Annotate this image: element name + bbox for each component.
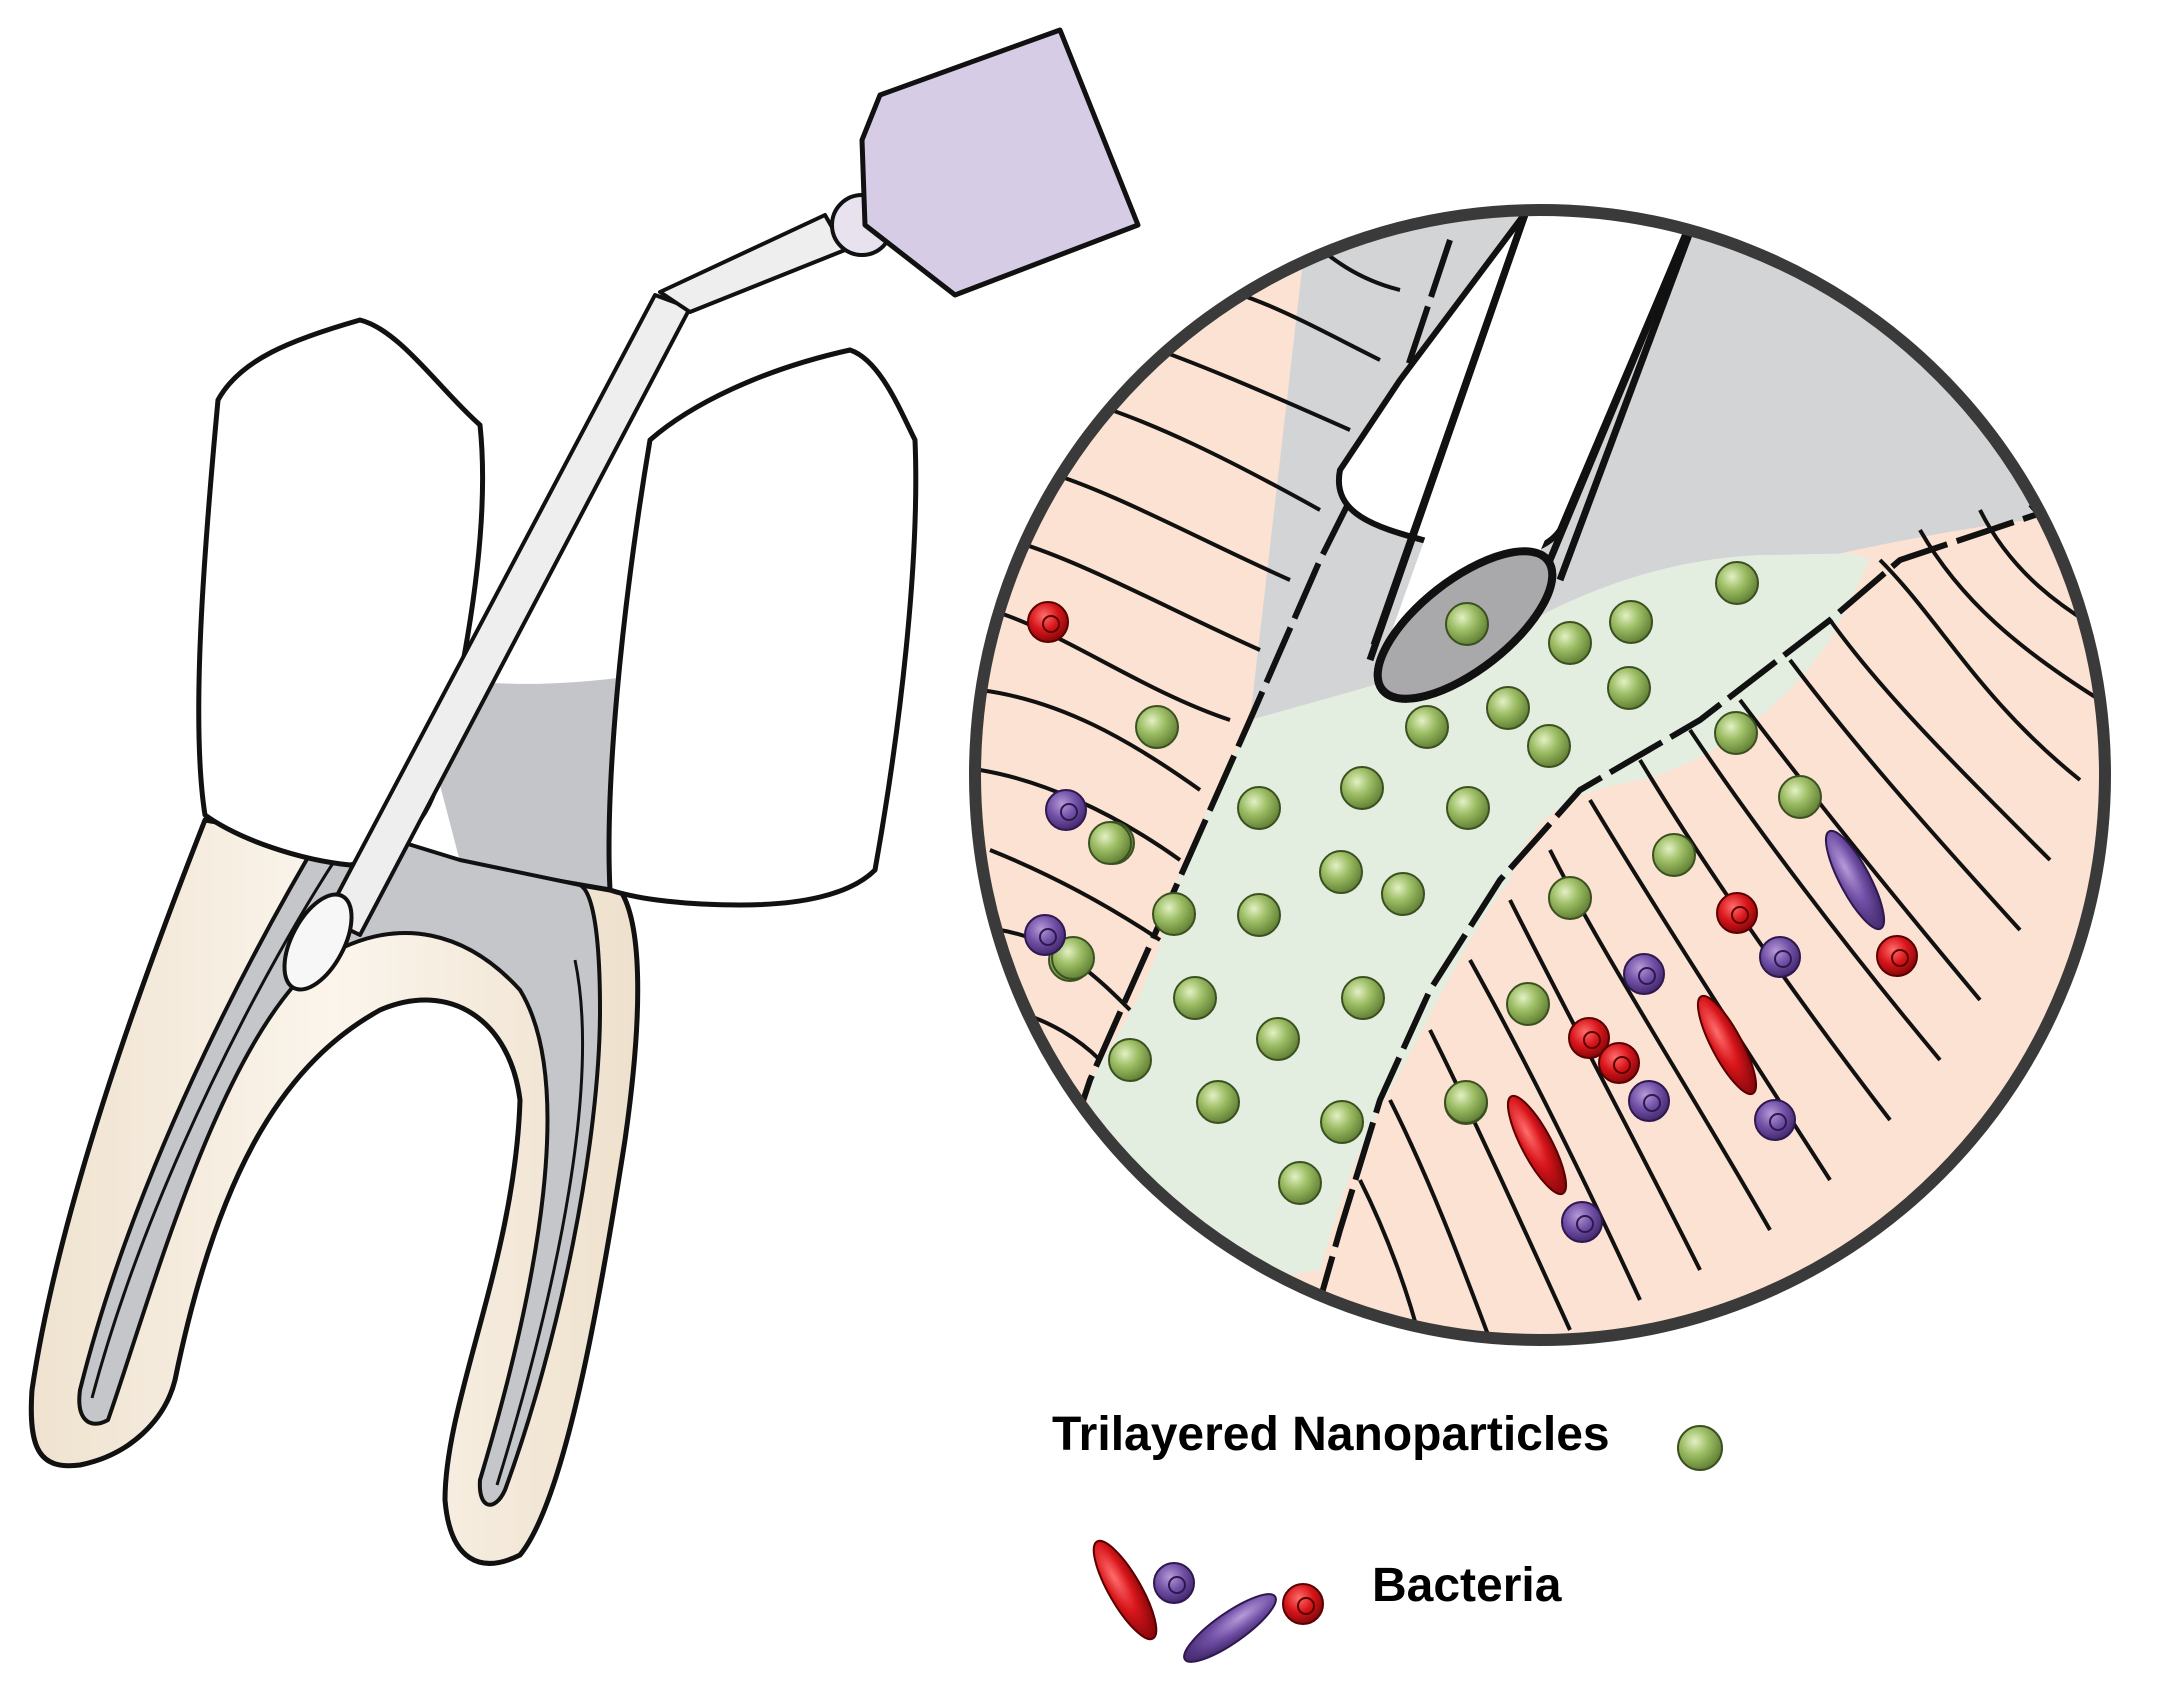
red-coccus-icon <box>1282 1583 1324 1625</box>
bacteria <box>1024 601 1918 1243</box>
root-canal <box>77 818 602 1507</box>
nanoparticle <box>1173 976 1217 1020</box>
needle-tip <box>282 892 354 992</box>
nanoparticle <box>1278 1161 1322 1205</box>
nanoparticle <box>1715 561 1759 605</box>
right-crown <box>606 347 919 908</box>
nanoparticle <box>1341 976 1385 1020</box>
purple-coccus-icon <box>1561 1201 1603 1243</box>
purple-rod-bacterium-icon <box>1824 829 1886 931</box>
nanoparticle <box>1319 850 1363 894</box>
red-coccus-icon <box>1027 601 1069 643</box>
tooth <box>28 317 919 1566</box>
red-coccus-icon <box>1876 935 1918 977</box>
purple-coccus-icon <box>1754 1099 1796 1141</box>
purple-coccus-icon <box>1024 914 1066 956</box>
nanoparticle <box>1237 786 1281 830</box>
nanoparticle <box>1196 1080 1240 1124</box>
nanoparticle <box>1108 1038 1152 1082</box>
legend <box>1092 1425 1723 1663</box>
nanoparticle <box>1778 775 1822 819</box>
tooth-root <box>28 817 641 1566</box>
nanoparticle <box>1607 666 1651 710</box>
nanoparticle <box>1609 600 1653 644</box>
magnified-view <box>969 204 2111 1346</box>
nanoparticle <box>1446 786 1490 830</box>
nanoparticle <box>1340 766 1384 810</box>
handpiece-body <box>859 27 1141 298</box>
irrigation-syringe <box>282 27 1141 992</box>
nanoparticle <box>1256 1017 1300 1061</box>
nanoparticle <box>1506 982 1550 1026</box>
nanoparticle <box>1548 876 1592 920</box>
red-coccus-icon <box>1568 1017 1610 1059</box>
nanoparticle <box>1714 711 1758 755</box>
red-rod-bacterium-icon <box>1696 994 1758 1096</box>
purple-rod-bacterium-icon <box>1183 1593 1277 1663</box>
red-rod-bacterium-icon <box>1092 1539 1158 1641</box>
nanoparticle <box>1135 705 1179 749</box>
red-coccus-icon <box>1598 1042 1640 1084</box>
red-coccus-icon <box>1716 892 1758 934</box>
nanoparticle <box>1445 602 1489 646</box>
nanoparticle <box>1548 621 1592 665</box>
nanoparticle <box>1486 686 1530 730</box>
purple-coccus-icon <box>1628 1080 1670 1122</box>
purple-coccus-icon <box>1153 1562 1195 1604</box>
right-canal-wall <box>1317 497 2081 1301</box>
purple-coccus-icon <box>1045 789 1087 831</box>
nanoparticle <box>1051 936 1095 980</box>
nanoparticle <box>1444 1080 1488 1124</box>
nanoparticle <box>1405 705 1449 749</box>
nanoparticles <box>1048 561 1822 1205</box>
legend-bacteria-label: Bacteria <box>1372 1559 1562 1612</box>
nanoparticle <box>1088 821 1132 865</box>
nanoparticle <box>1652 833 1696 877</box>
magnifier-border <box>969 204 2111 1346</box>
nanoparticle <box>1237 893 1281 937</box>
nanoparticle <box>1320 1100 1364 1144</box>
nanoparticle <box>1152 892 1196 936</box>
green-sphere-icon <box>1677 1425 1723 1471</box>
legend-nanoparticles-label: Trilayered Nanoparticles <box>1052 1408 1610 1461</box>
purple-coccus-icon <box>1623 953 1665 995</box>
red-rod-bacterium-icon <box>1506 1094 1568 1196</box>
nanoparticle <box>1381 872 1425 916</box>
irrigant-region <box>1080 553 1870 1310</box>
purple-coccus-icon <box>1759 936 1801 978</box>
pulp-chamber <box>410 670 660 900</box>
nanoparticle <box>1527 724 1571 768</box>
